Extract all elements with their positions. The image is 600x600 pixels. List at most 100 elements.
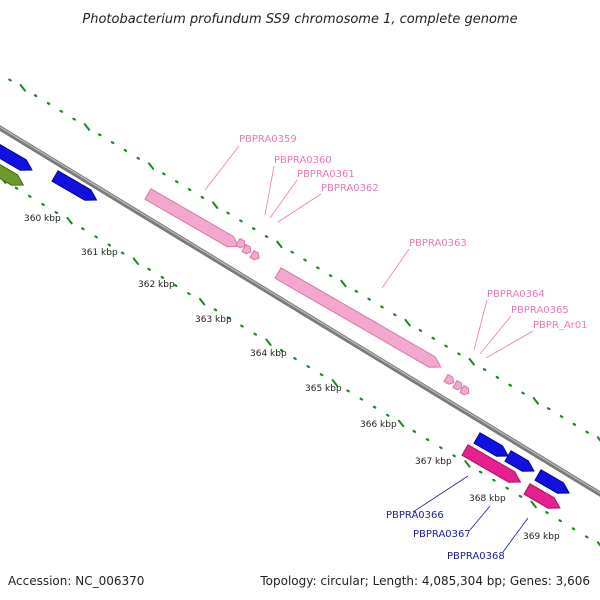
feature-track — [0, 144, 571, 509]
minor-tick — [425, 438, 430, 442]
gene-feature-magenta — [461, 444, 522, 483]
tick-label: 360 kbp — [24, 214, 61, 224]
tick-label: 362 kbp — [138, 280, 175, 290]
minor-tick — [27, 194, 32, 198]
major-tick — [464, 460, 471, 468]
minor-tick — [495, 375, 500, 379]
major-tick — [532, 397, 540, 405]
gene-label: PBPRA0360 — [274, 155, 332, 166]
label-leaders — [204, 145, 534, 553]
label-leader-line — [264, 165, 275, 216]
minor-tick — [572, 422, 577, 426]
minor-tick — [303, 258, 307, 262]
minor-tick — [584, 535, 589, 539]
minor-tick — [120, 251, 125, 255]
major-tick — [265, 338, 272, 347]
minor-tick — [72, 117, 76, 121]
minor-tick — [136, 156, 141, 160]
major-tick — [212, 201, 219, 209]
minor-tick — [571, 527, 576, 531]
tick-label: 368 kbp — [469, 494, 506, 504]
gene-feature-pink — [452, 379, 463, 391]
minor-tick — [306, 365, 311, 369]
minor-tick — [359, 397, 364, 401]
minor-tick — [41, 202, 45, 206]
gene-feature-magenta — [523, 483, 561, 509]
minor-tick — [418, 328, 423, 332]
major-tick — [19, 84, 26, 92]
gene-labels: PBPRA0359PBPRA0360PBPRA0361PBPRA0362PBPR… — [239, 134, 588, 562]
minor-tick — [174, 180, 179, 184]
minor-tick — [160, 275, 165, 279]
label-leader-line — [381, 248, 410, 289]
major-tick — [199, 297, 206, 306]
minor-tick — [59, 109, 64, 113]
minor-tick — [239, 219, 243, 223]
minor-tick — [97, 133, 102, 137]
minor-tick — [293, 357, 297, 360]
major-tick — [530, 500, 537, 509]
major-tick — [468, 357, 475, 366]
major-tick — [276, 240, 283, 249]
label-leader-line — [485, 330, 534, 359]
minor-tick — [253, 332, 258, 336]
minor-tick — [380, 305, 384, 309]
minor-tick — [508, 383, 513, 387]
major-tick — [83, 123, 91, 131]
minor-tick — [173, 284, 178, 288]
minor-tick — [558, 519, 563, 523]
major-tick — [331, 379, 338, 387]
major-tick — [340, 279, 347, 288]
minor-tick — [346, 389, 350, 393]
lower-tick-row — [0, 176, 600, 547]
major-tick — [596, 436, 600, 442]
label-leader-line — [204, 145, 240, 191]
minor-tick — [482, 368, 487, 372]
minor-tick — [478, 470, 483, 474]
gene-feature-pink — [235, 237, 246, 249]
minor-tick — [431, 336, 436, 340]
gene-feature-green — [0, 164, 25, 186]
minor-tick — [290, 250, 294, 254]
gene-feature-blue — [534, 469, 571, 494]
minor-tick — [107, 243, 112, 247]
minor-tick — [264, 235, 269, 239]
minor-tick — [213, 308, 218, 312]
label-leader-line — [412, 475, 469, 513]
major-tick — [147, 162, 155, 170]
gene-label: PBPRA0361 — [297, 169, 355, 180]
minor-tick — [200, 195, 205, 199]
label-leader-line — [479, 315, 512, 355]
minor-tick — [54, 211, 59, 215]
minor-tick — [46, 101, 51, 105]
gene-label: PBPRA0367 — [413, 529, 471, 540]
major-tick — [132, 257, 140, 265]
minor-tick — [14, 186, 19, 190]
label-leader-line — [269, 179, 298, 219]
minor-tick — [457, 352, 461, 356]
minor-tick — [240, 324, 244, 328]
minor-tick — [444, 344, 448, 348]
minor-tick — [386, 413, 390, 417]
gene-feature-pink — [144, 188, 240, 248]
minor-tick — [546, 407, 551, 411]
minor-tick — [147, 267, 151, 271]
minor-tick — [559, 415, 564, 419]
minor-tick — [505, 486, 509, 490]
tick-label: 369 kbp — [523, 532, 560, 542]
minor-tick — [226, 211, 230, 215]
minor-tick — [521, 391, 525, 395]
minor-tick — [162, 172, 166, 176]
minor-tick — [187, 188, 192, 192]
gene-feature-blue — [473, 432, 510, 457]
gene-label: PBPRA0359 — [239, 134, 297, 145]
tick-label: 364 kbp — [250, 349, 287, 359]
gene-feature-pink — [274, 267, 442, 368]
backbone-line — [0, 125, 600, 497]
gene-feature-pink — [241, 243, 252, 255]
map-title: Photobacterium profundum SS9 chromosome … — [82, 12, 517, 27]
minor-tick — [372, 405, 377, 409]
minor-tick — [585, 430, 589, 434]
